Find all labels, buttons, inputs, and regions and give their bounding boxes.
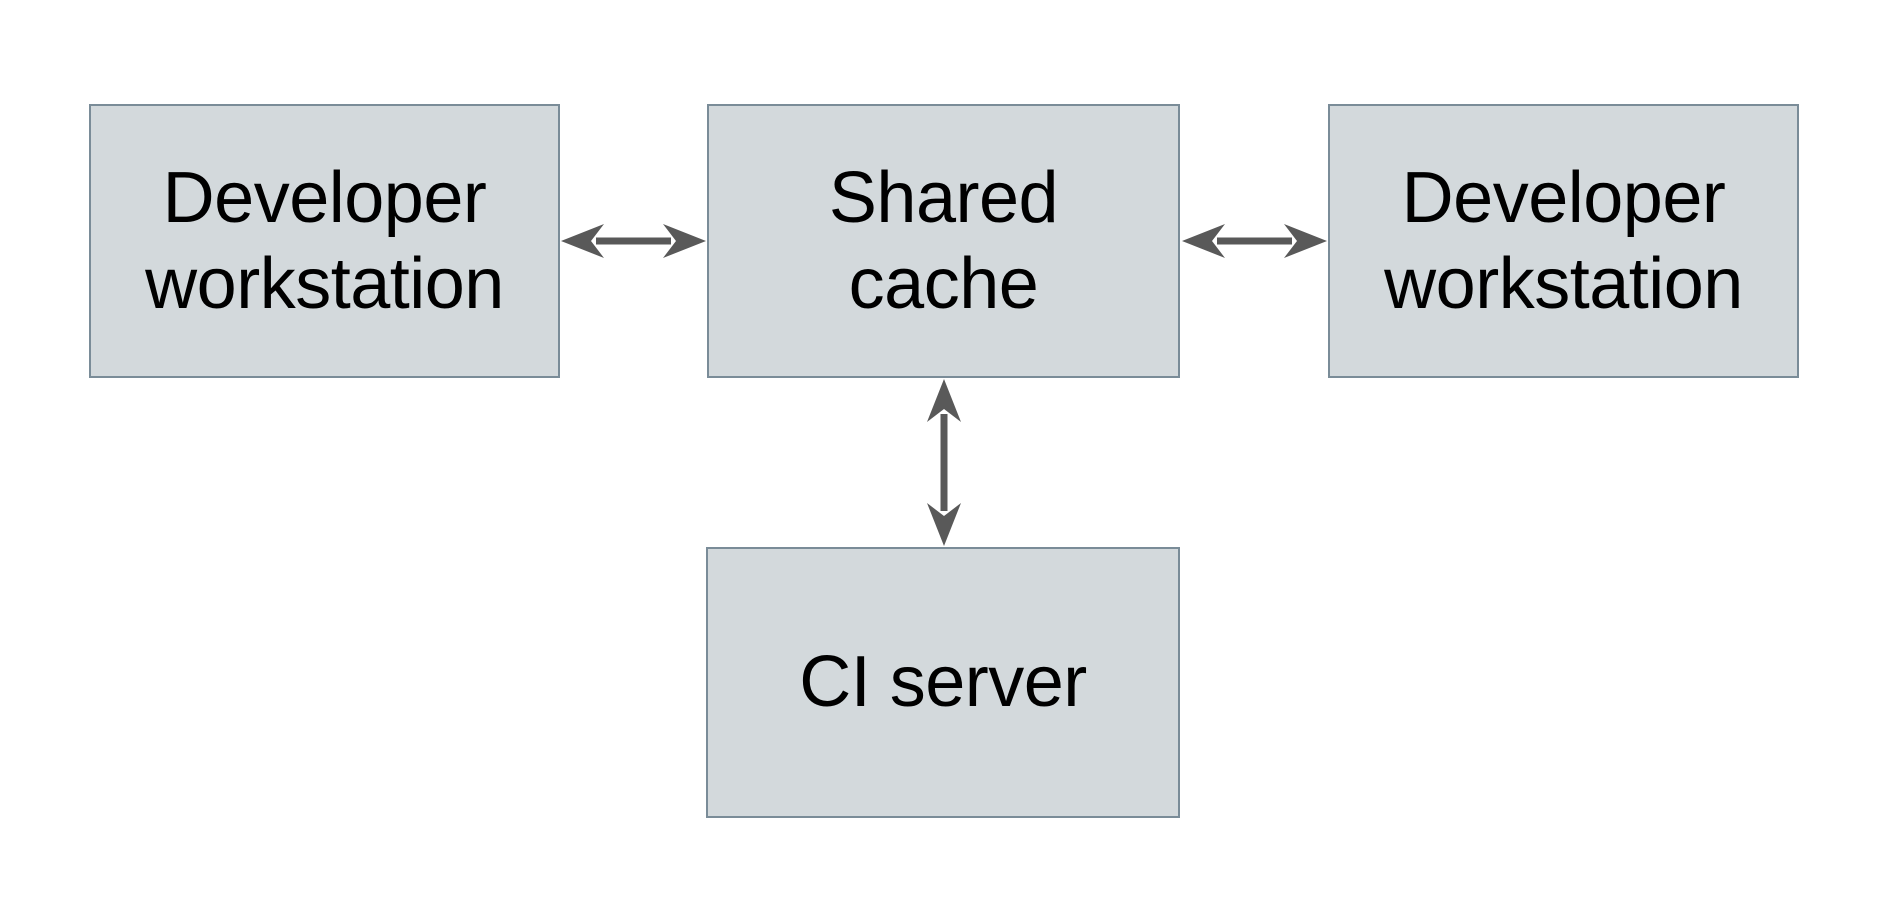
bidirectional-arrow-icon-cache-to-ci-server [927,379,961,546]
node-ci-server-label: CI server [799,642,1087,723]
node-ci-server: CI server [706,547,1180,818]
node-developer-workstation-left: Developer workstation [89,104,560,378]
node-developer-workstation-right-label: Developer workstation [1384,157,1743,324]
node-developer-workstation-right: Developer workstation [1328,104,1799,378]
node-shared-cache-label: Shared cache [828,157,1059,324]
bidirectional-arrow-icon-left-workstation-to-cache [561,224,706,258]
node-developer-workstation-left-label: Developer workstation [145,157,504,324]
node-shared-cache: Shared cache [707,104,1180,378]
bidirectional-arrow-icon-cache-to-right-workstation [1182,224,1327,258]
